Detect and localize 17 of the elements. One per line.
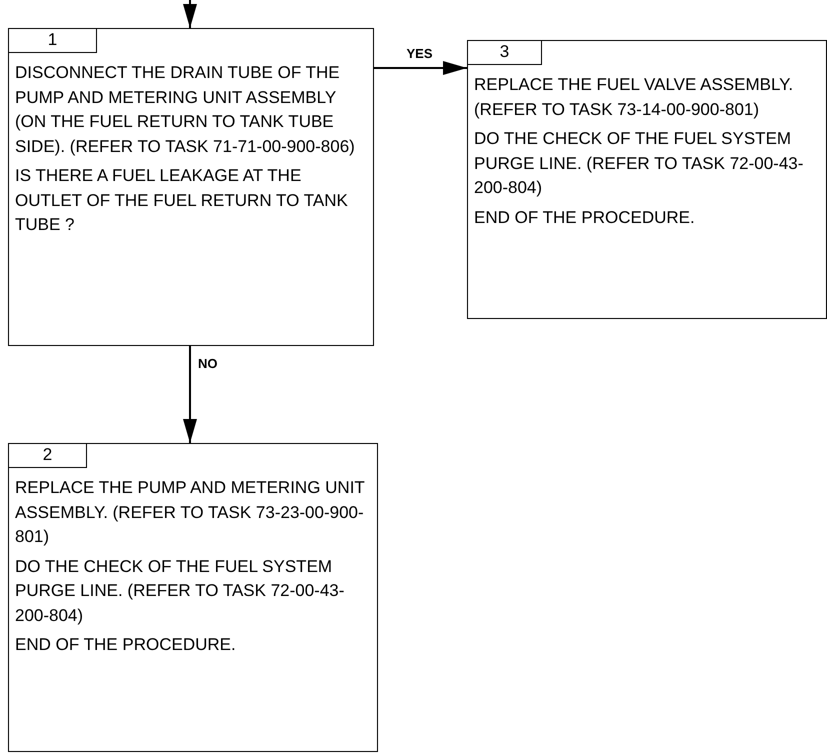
instruction-text: END OF THE PROCEDURE. bbox=[473, 206, 696, 228]
instruction-text: END OF THE PROCEDURE. bbox=[14, 634, 237, 656]
process-box bbox=[8, 28, 374, 346]
step-number: 1 bbox=[9, 29, 97, 53]
instruction-text: DISCONNECT THE DRAIN TUBE OF THE PUMP AND METERING UNIT ASSEMBLY (ON THE FUEL RETURN TO TANK TUBE SIDE). (REFER TO TASK 71-71-00-900-806) bbox=[14, 62, 356, 158]
instruction-text: DO THE CHECK OF THE FUEL SYSTEM PURGE LINE. (REFER TO TASK 72-00-43-200-804) bbox=[473, 128, 804, 199]
arrow bbox=[183, 346, 197, 443]
arrow bbox=[374, 61, 467, 75]
instruction-text: REPLACE THE FUEL VALVE ASSEMBLY. (REFER TO TASK 73-14-00-900-801) bbox=[473, 74, 794, 120]
instruction-text: REPLACE THE PUMP AND METERING UNIT ASSEMBLY. (REFER TO TASK 73-23-00-900-801) bbox=[14, 477, 366, 548]
process-box bbox=[467, 40, 827, 319]
process-box bbox=[8, 443, 378, 752]
instruction-text: IS THERE A FUEL LEAKAGE AT THE OUTLET OF THE FUEL RETURN TO TANK TUBE ? bbox=[14, 165, 349, 236]
step-number: 2 bbox=[9, 444, 87, 468]
arrow bbox=[183, 0, 197, 28]
instruction-text: DO THE CHECK OF THE FUEL SYSTEM PURGE LINE. (REFER TO TASK 72-00-43-200-804) bbox=[14, 556, 346, 626]
step-number: 3 bbox=[468, 41, 542, 65]
